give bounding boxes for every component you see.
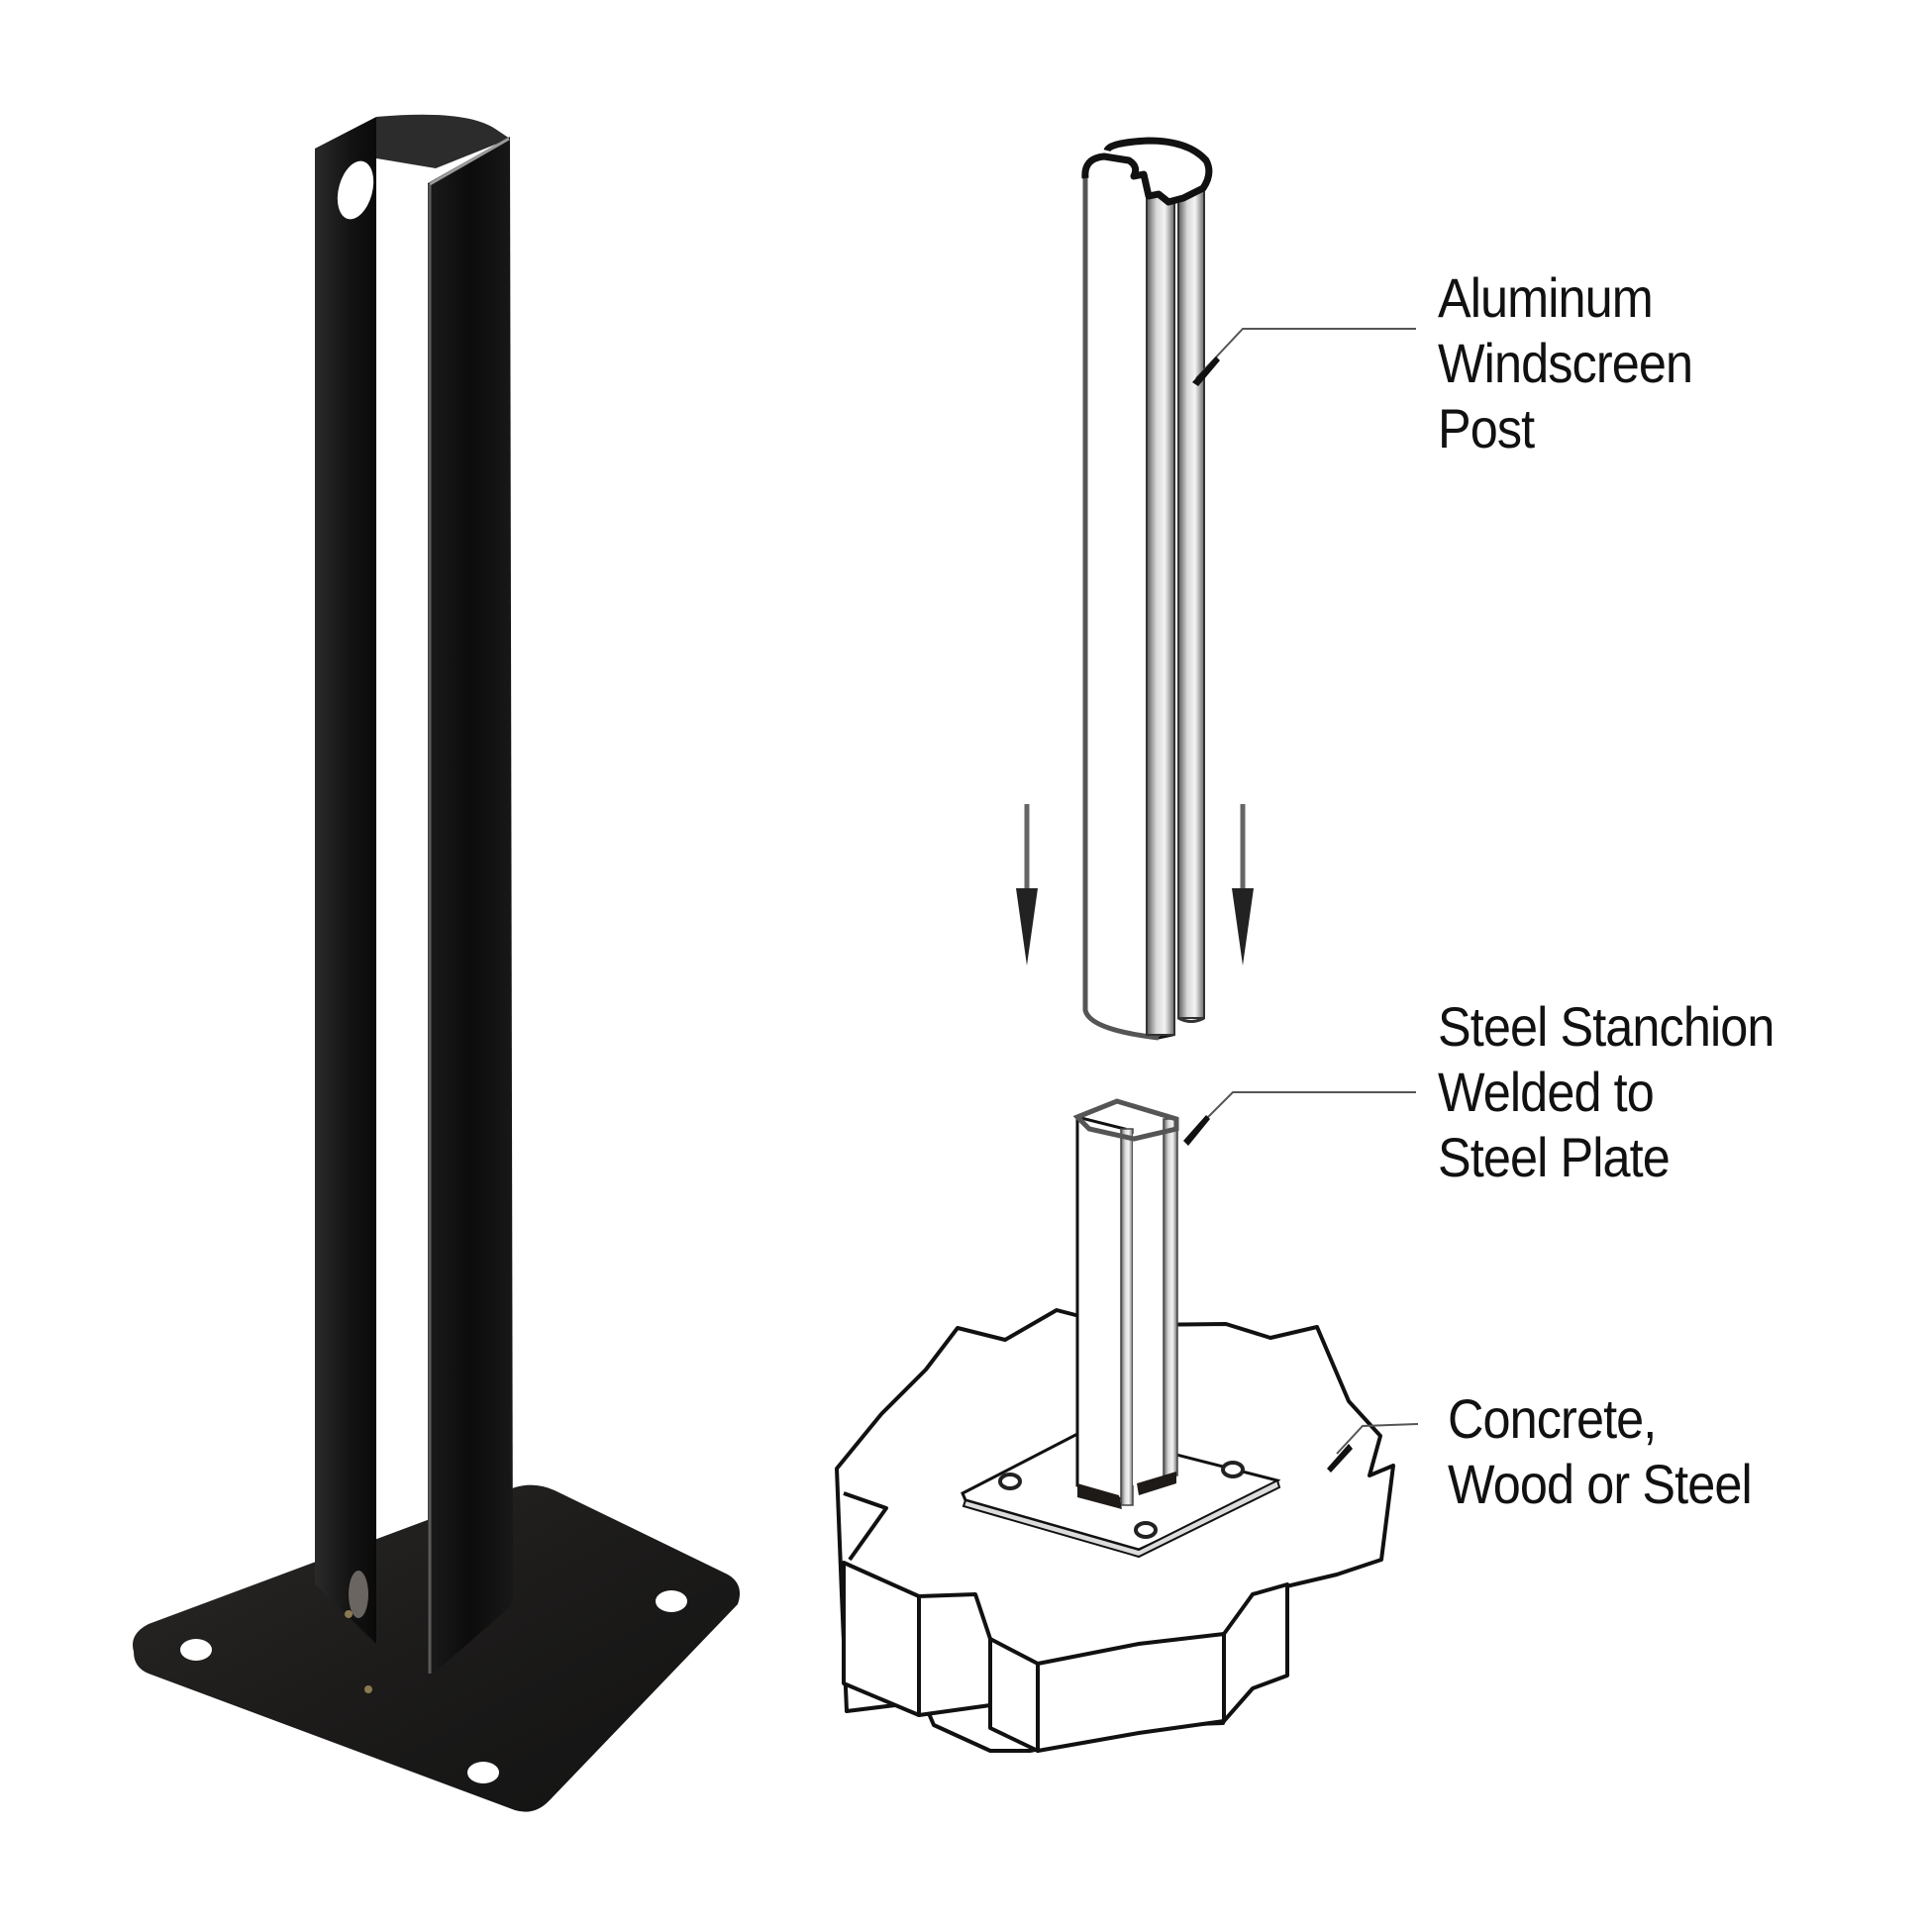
plate-hole bbox=[656, 1590, 687, 1612]
label-line: Steel Stanchion bbox=[1438, 995, 1775, 1058]
steel-stanchion bbox=[1072, 1091, 1416, 1509]
post-front-flange bbox=[428, 137, 513, 1678]
post-hole bbox=[349, 1571, 368, 1618]
label-aluminum-windscreen-post: Aluminum Windscreen Post bbox=[1438, 265, 1693, 461]
aluminum-windscreen-post bbox=[1081, 137, 1416, 1041]
leader-line bbox=[1195, 328, 1416, 379]
label-line: Windscreen bbox=[1438, 332, 1693, 394]
post-hole bbox=[337, 160, 374, 220]
label-steel-stanchion: Steel Stanchion Welded to Steel Plate bbox=[1438, 994, 1775, 1190]
leader-line bbox=[1336, 1423, 1419, 1455]
post-profile bbox=[1081, 137, 1213, 206]
label-line: Steel Plate bbox=[1438, 1126, 1671, 1188]
label-line: Aluminum bbox=[1438, 266, 1654, 329]
label-line: Concrete, bbox=[1448, 1387, 1657, 1450]
plate-hole bbox=[467, 1762, 499, 1783]
arrow-down-icon bbox=[1232, 804, 1254, 966]
label-line: Welded to bbox=[1438, 1061, 1655, 1123]
label-mounting-surface: Concrete, Wood or Steel bbox=[1448, 1386, 1753, 1517]
leader-line bbox=[1187, 1091, 1416, 1138]
arrow-down-icon bbox=[1016, 804, 1038, 966]
label-line: Post bbox=[1438, 397, 1535, 459]
post-inner-face bbox=[315, 117, 376, 1644]
black-stanchion-photo bbox=[133, 114, 741, 1812]
concrete-leader bbox=[1327, 1423, 1419, 1473]
plate-hole bbox=[180, 1639, 212, 1661]
label-line: Wood or Steel bbox=[1448, 1453, 1753, 1515]
